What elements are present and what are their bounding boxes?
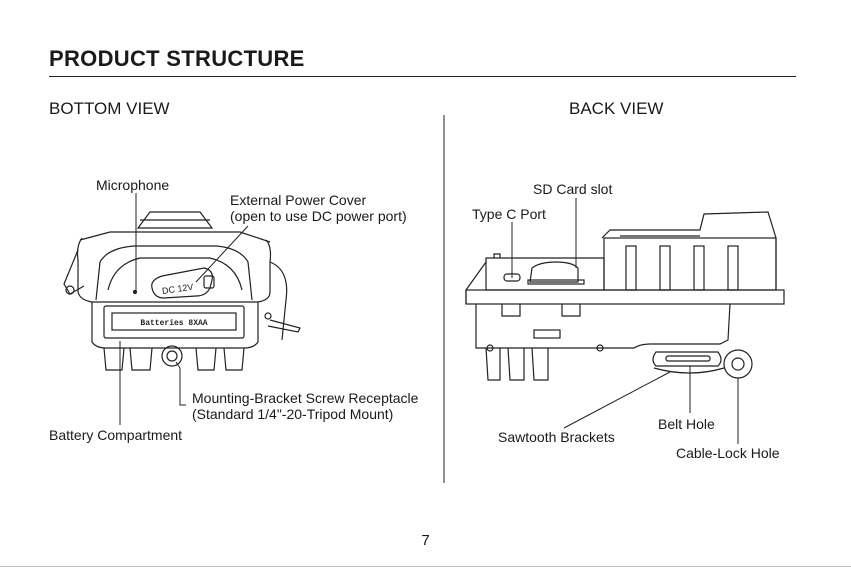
external-power-cover-note: (open to use DC power port): [230, 208, 407, 224]
back-view-camera: [466, 212, 784, 380]
battery-door-text: Batteries 8XAA: [140, 319, 207, 328]
external-power-cover-label: External Power Cover: [230, 192, 366, 208]
sd-card-slot-label: SD Card slot: [533, 181, 612, 197]
page-number: 7: [0, 532, 851, 549]
mounting-bracket-label: Mounting-Bracket Screw Receptacle: [192, 390, 418, 406]
sawtooth-brackets-label: Sawtooth Brackets: [498, 429, 615, 445]
back-view-leaders: [512, 198, 738, 444]
microphone-label: Microphone: [96, 177, 169, 193]
page-bottom-edge: [0, 566, 851, 567]
battery-compartment-label: Battery Compartment: [49, 427, 182, 443]
cable-lock-hole-label: Cable-Lock Hole: [676, 445, 780, 461]
belt-hole-label: Belt Hole: [658, 416, 715, 432]
type-c-port-label: Type C Port: [472, 206, 546, 222]
mounting-bracket-note: (Standard 1/4"-20-Tripod Mount): [192, 406, 393, 422]
dc-port-text: DC 12V: [161, 282, 194, 296]
